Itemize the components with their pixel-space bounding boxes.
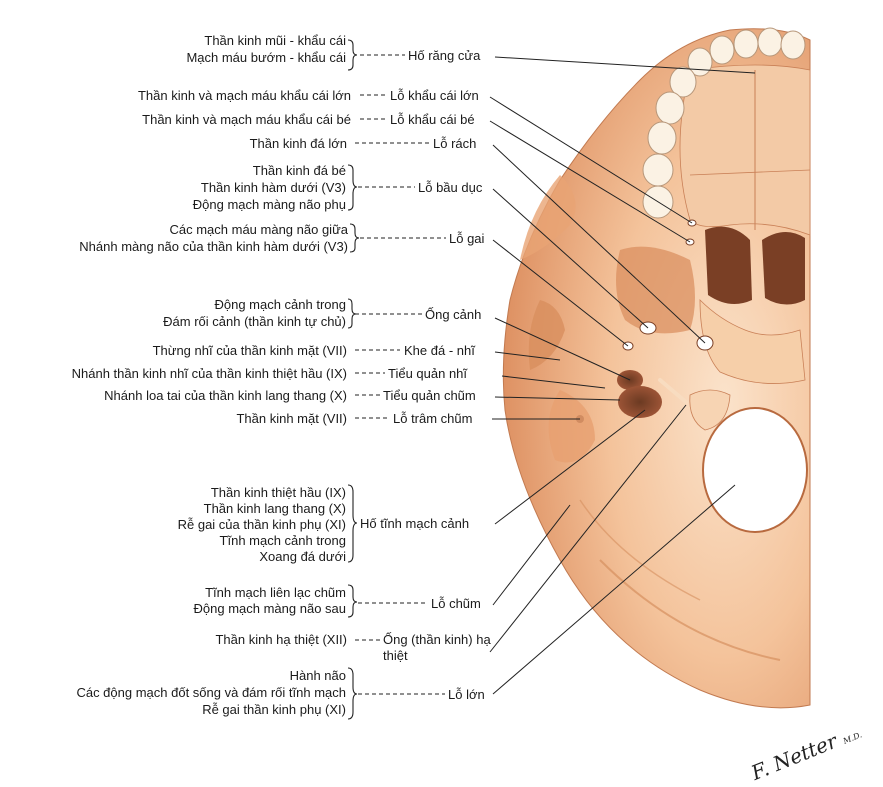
left-label: Tĩnh mạch cảnh trong (219, 533, 346, 548)
left-label: Xoang đá dưới (259, 549, 346, 564)
leader-lines (355, 54, 756, 695)
foramen-label: Lỗ gai (449, 231, 485, 246)
foramen-label: Hố răng cửa (408, 48, 481, 63)
left-label: Thần kinh lang thang (X) (203, 501, 346, 516)
left-label: Tĩnh mạch liên lạc chũm (205, 585, 346, 600)
left-label: Thần kinh mũi - khẩu cái (204, 33, 346, 48)
left-label: Thần kinh đá lớn (249, 136, 347, 151)
foramen-label: Lỗ bầu dục (418, 180, 483, 195)
foramen-label: Tiểu quản nhĩ (388, 366, 468, 381)
left-label: Nhánh thần kinh nhĩ của thần kinh thiệt … (71, 366, 347, 381)
foramen-label: Lỗ khẩu cái bé (390, 112, 475, 127)
left-label: Động mạch màng não sau (193, 601, 346, 616)
left-label: Động mạch cảnh trong (214, 297, 346, 312)
skull-base (502, 27, 811, 709)
left-label: Thần kinh đá bé (252, 163, 346, 178)
foramen-label: Hố tĩnh mạch cảnh (360, 516, 470, 531)
foramen-label: Lỗ rách (433, 136, 477, 151)
left-label: Các động mạch đốt sống và đám rối tĩnh m… (76, 685, 346, 700)
left-label: Các mạch máu màng não giữa (169, 222, 348, 237)
left-label: Thần kinh và mạch máu khẩu cái bé (142, 112, 351, 127)
foramen-label: Lỗ lớn (448, 687, 485, 702)
group-braces (347, 39, 360, 720)
foramen-label: Lỗ khẩu cái lớn (390, 88, 479, 103)
left-label: Thần kinh và mạch máu khẩu cái lớn (137, 88, 351, 103)
left-label: Nhánh màng não của thần kinh hàm dưới (V… (79, 239, 348, 254)
teeth (642, 27, 806, 219)
left-label: Mạch máu bướm - khẩu cái (186, 50, 346, 65)
foramen-label: Ống (thần kinh) hạ thiệt (383, 632, 491, 663)
left-label: Thần kinh mặt (VII) (236, 411, 347, 426)
left-label: Thần kinh hạ thiệt (XII) (215, 632, 347, 647)
foramen-label: Tiểu quản chũm (383, 388, 476, 403)
foramen-label: Khe đá - nhĩ (404, 343, 475, 358)
foramen-label: Lỗ trâm chũm (393, 411, 473, 426)
foramen-label: Ống cảnh (425, 307, 482, 322)
left-label: Động mạch màng não phụ (192, 197, 346, 212)
left-label: Hành não (289, 668, 346, 683)
left-label: Thần kinh hàm dưới (V3) (200, 180, 346, 195)
left-label: Rễ gai của thần kinh phụ (XI) (177, 517, 346, 532)
left-label: Thần kinh thiệt hầu (IX) (210, 485, 346, 500)
left-label: Đám rối cảnh (thần kinh tự chủ) (163, 314, 346, 329)
foramen-label: Lỗ chũm (431, 596, 481, 611)
left-label: Rễ gai thần kinh phụ (XI) (202, 702, 346, 717)
left-label: Thừng nhĩ của thần kinh mặt (VII) (152, 343, 347, 358)
left-label: Nhánh loa tai của thần kinh lang thang (… (104, 388, 347, 403)
